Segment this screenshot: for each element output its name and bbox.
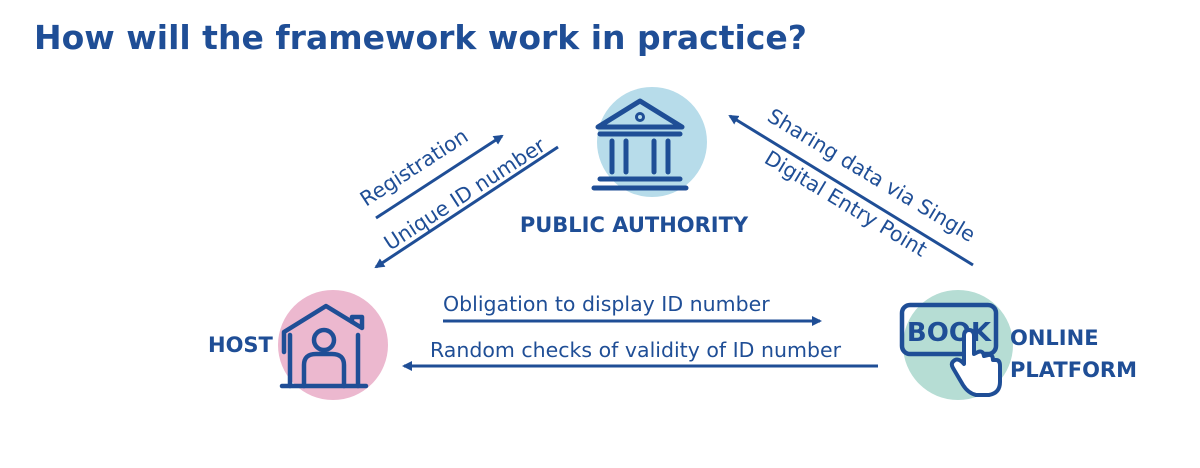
house-person-icon: [279, 303, 369, 389]
platform-label-line2: PLATFORM: [1010, 358, 1137, 382]
host-platform-flows: Obligation to display ID number Random c…: [402, 292, 878, 371]
public-authority-node: PUBLIC AUTHORITY: [520, 87, 749, 237]
sharing-data-arrow: [728, 114, 974, 267]
government-building-icon: [591, 98, 689, 191]
online-platform-node: BOOK ONLINE PLATFORM: [899, 290, 1137, 400]
host-label: HOST: [208, 333, 274, 357]
book-button-text: BOOK: [907, 318, 992, 348]
registration-arrow: [375, 134, 504, 220]
book-button-icon: BOOK: [899, 302, 1002, 397]
platform-label-line1: ONLINE: [1010, 326, 1099, 350]
page-title: How will the framework work in practice?: [34, 18, 807, 57]
host-authority-flows: Registration Unique ID number: [356, 124, 559, 269]
unique-id-arrow: [374, 145, 559, 269]
random-checks-label: Random checks of validity of ID number: [430, 338, 842, 362]
platform-authority-flow: Sharing data via Single Digital Entry Po…: [728, 104, 980, 267]
host-node: HOST: [208, 290, 388, 400]
authority-label: PUBLIC AUTHORITY: [520, 213, 749, 237]
obligation-label: Obligation to display ID number: [443, 292, 770, 316]
